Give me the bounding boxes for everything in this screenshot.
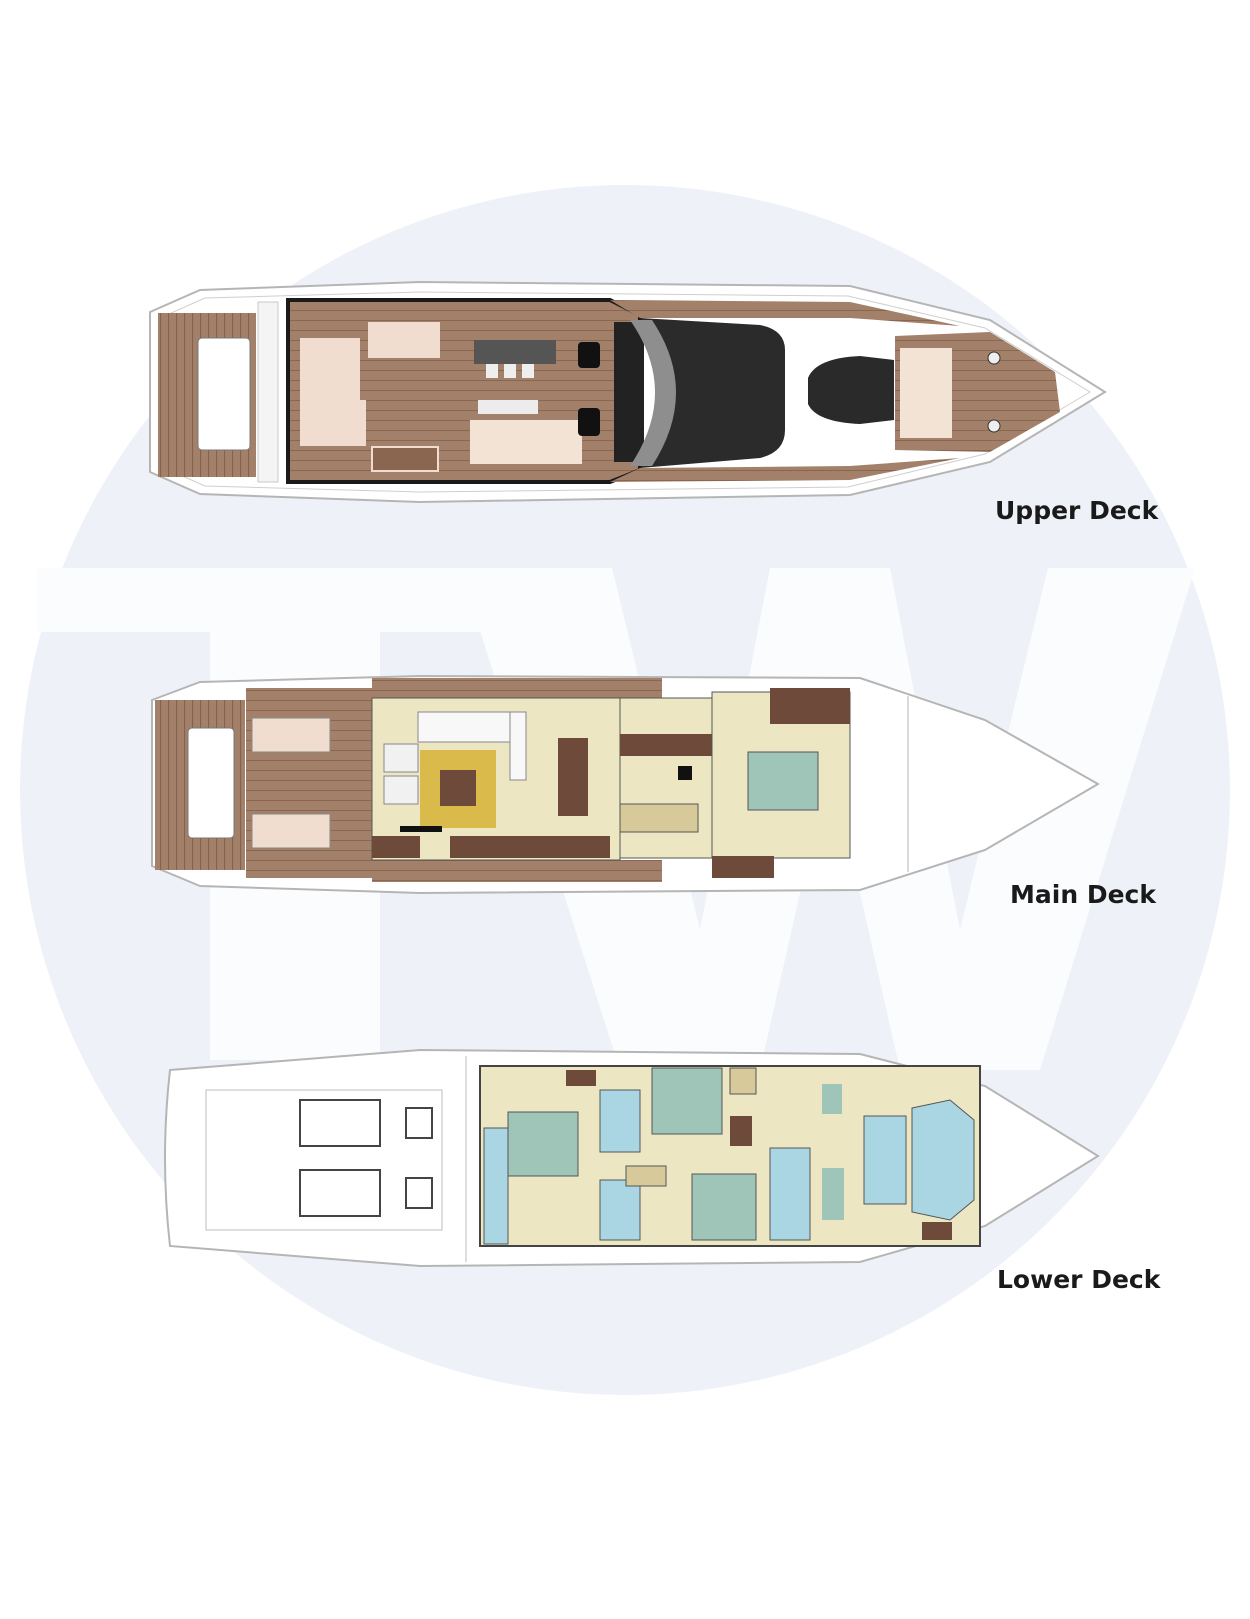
main-deck-plan [151,674,1101,895]
lower-cabinet-2 [730,1116,752,1146]
upper-helm-seat-2 [578,408,600,436]
main-galley [619,697,713,859]
upper-anchor-winch-2 [987,419,1001,433]
upper-side-teak-bottom [610,458,960,482]
lower-cabinet-1 [566,1070,596,1086]
upper-stool-3 [522,364,534,378]
watermark-letter-w [460,568,1195,1070]
upper-console [614,322,644,462]
lower-guest-bed-bottom [691,1173,757,1241]
main-stairs [619,803,699,833]
upper-hardtop [640,318,785,468]
main-cockpit-teak [246,688,372,878]
upper-table [368,322,440,358]
lower-deck-plan [164,1048,1100,1268]
upper-dining-table [470,420,582,464]
main-deck-label: Main Deck [1010,880,1156,909]
lower-stairs [729,1067,757,1095]
lower-bathroom-5 [863,1115,907,1205]
lower-engine-room [205,1089,443,1231]
main-aft-cabinet [450,836,610,858]
main-master-bed [747,751,819,811]
upper-foredeck-hatch [808,356,894,424]
upper-deck-label: Upper Deck [995,496,1159,525]
lower-engine-2 [299,1169,381,1217]
upper-chair-row [478,400,538,414]
main-galley-counter [620,734,712,756]
upper-anchor-winch-1 [987,351,1001,365]
lower-bathroom-1 [483,1127,509,1245]
main-tv-bar [400,826,442,832]
upper-windscreen [630,320,676,466]
main-sofa-side [509,711,527,781]
upper-bar-counter [474,340,556,364]
upper-lounger-1 [300,338,360,400]
main-transom-box [187,727,235,839]
lower-guest-bed-top [651,1067,723,1135]
upper-stairs [371,446,439,472]
main-sunbed-1 [251,717,331,753]
main-bar-cabinet [372,836,420,858]
main-dining-table [558,738,588,816]
lower-gearbox-1 [405,1107,433,1139]
main-sunbed-2 [251,813,331,849]
upper-helm-seat-1 [578,342,600,368]
main-armchair-1 [383,743,419,773]
main-armchair-2 [383,775,419,805]
lower-engine-1 [299,1099,381,1147]
lower-bathroom-3 [599,1179,641,1241]
lower-cabinet-4 [822,1084,842,1114]
upper-stool-2 [504,364,516,378]
main-side-deck-bottom [372,860,662,882]
upper-bow-sunpad [900,348,952,438]
lower-bathroom-4 [769,1147,811,1241]
main-galley-island [678,766,692,780]
main-wardrobe-top [770,688,850,724]
lower-bathroom-2 [599,1089,641,1153]
upper-lounger-2 [300,400,366,446]
upper-side-teak-top [610,300,960,326]
main-side-deck-top [372,678,662,698]
main-wardrobe-bottom [712,856,774,878]
main-sofa-l [417,711,527,743]
main-coffee-table [440,770,476,806]
lower-bow-cabin [911,1099,975,1221]
lower-guest-bed-aft [507,1111,579,1177]
lower-cabinet-3 [822,1168,844,1220]
upper-stool-1 [486,364,498,378]
lower-deck-label: Lower Deck [997,1265,1161,1294]
upper-aft-band [257,301,279,483]
upper-sunpad [197,337,251,451]
upper-deck-plan [149,280,1107,504]
lower-gearbox-2 [405,1177,433,1209]
lower-cabinet-5 [922,1222,952,1240]
lower-crew-stairs [625,1165,667,1187]
